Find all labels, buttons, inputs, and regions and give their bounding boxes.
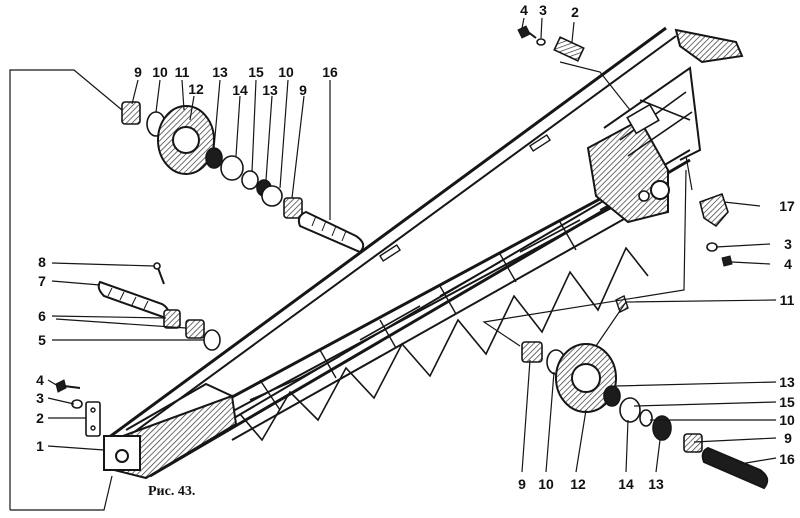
- callout-8: 8: [38, 254, 46, 270]
- callout-10: 10: [779, 412, 795, 428]
- callout-4: 4: [520, 2, 528, 18]
- callout-13: 13: [648, 476, 664, 492]
- top-bolt-parts: [517, 25, 585, 62]
- callout-1: 1: [36, 438, 44, 454]
- callout-3: 3: [784, 236, 792, 252]
- callout-16: 16: [322, 64, 338, 80]
- callout-13: 13: [262, 82, 278, 98]
- callout-4: 4: [36, 372, 44, 388]
- bottom-right-hub-assembly: [521, 295, 769, 490]
- callout-2: 2: [571, 4, 579, 20]
- callout-13: 13: [212, 64, 228, 80]
- callout-3: 3: [36, 390, 44, 406]
- callout-10: 10: [278, 64, 294, 80]
- top-left-hub-assembly: [121, 101, 365, 254]
- callout-16: 16: [779, 451, 795, 467]
- callout-12: 12: [570, 476, 586, 492]
- leader-lines: [9, 17, 777, 511]
- callout-6: 6: [38, 308, 46, 324]
- callout-5: 5: [38, 332, 46, 348]
- callout-13: 13: [779, 374, 795, 390]
- right-bracket-parts: [699, 192, 733, 267]
- callout-4: 4: [784, 256, 792, 272]
- callout-15: 15: [248, 64, 264, 80]
- callout-2: 2: [36, 410, 44, 426]
- callout-15: 15: [779, 394, 795, 410]
- callout-11: 11: [174, 64, 190, 80]
- boom-truss: [103, 26, 744, 480]
- callout-14: 14: [618, 476, 634, 492]
- figure-caption: Рис. 43.: [148, 484, 196, 499]
- callout-10: 10: [152, 64, 168, 80]
- callout-9: 9: [784, 430, 792, 446]
- callout-12: 12: [188, 81, 204, 97]
- callout-11: 11: [779, 292, 795, 308]
- callout-9: 9: [518, 476, 526, 492]
- callout-17: 17: [779, 198, 795, 214]
- callout-9: 9: [299, 82, 307, 98]
- callout-3: 3: [539, 2, 547, 18]
- callout-7: 7: [38, 273, 46, 289]
- callout-14: 14: [232, 82, 248, 98]
- callout-9: 9: [134, 64, 142, 80]
- callout-10: 10: [538, 476, 554, 492]
